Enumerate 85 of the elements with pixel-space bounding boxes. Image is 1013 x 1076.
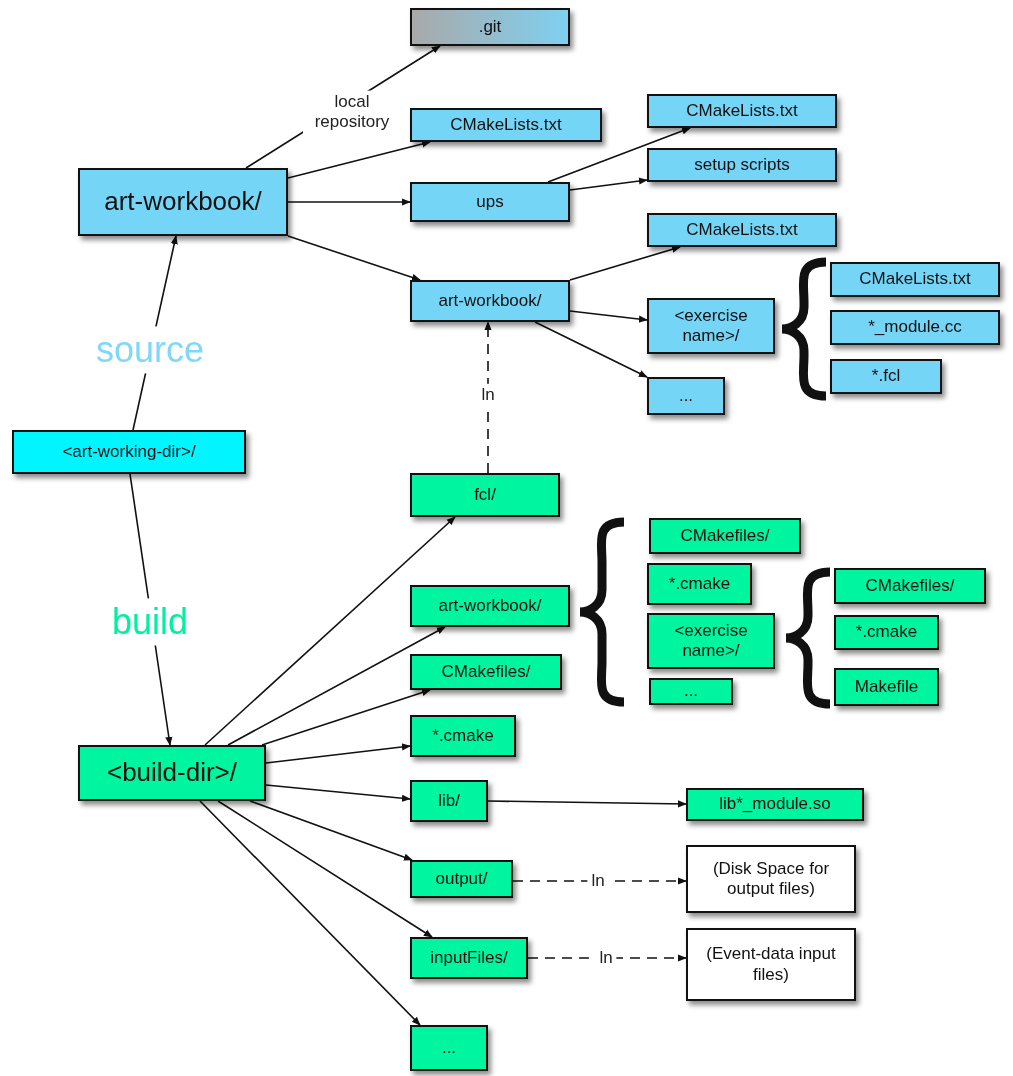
node-label: ... bbox=[441, 1037, 457, 1059]
folder-box bbox=[834, 668, 939, 706]
folder-box bbox=[410, 715, 516, 757]
arrow bbox=[265, 743, 411, 764]
node-label: CMakeLists.txt bbox=[859, 269, 971, 290]
node-label: (Event-data input files) bbox=[705, 944, 837, 985]
arrow bbox=[227, 626, 446, 746]
node-label: ... bbox=[678, 385, 694, 407]
arrow bbox=[287, 140, 431, 179]
folder-box bbox=[647, 563, 752, 605]
folder-box bbox=[686, 845, 856, 913]
node-label: setup scripts bbox=[694, 154, 790, 176]
node-label: inputFiles/ bbox=[430, 947, 508, 969]
folder-box bbox=[649, 678, 733, 705]
folder-box bbox=[410, 937, 528, 979]
node-label: <exercise name>/ bbox=[673, 305, 749, 347]
node-label: ups bbox=[476, 191, 504, 213]
folder-box bbox=[410, 1025, 488, 1071]
folder-box bbox=[410, 780, 488, 822]
folder-box bbox=[830, 262, 1000, 297]
arrow bbox=[569, 310, 648, 323]
node-label: lib/ bbox=[438, 790, 460, 812]
folder-box bbox=[647, 377, 725, 415]
dashed-arrow bbox=[527, 954, 687, 962]
arrow bbox=[487, 800, 687, 808]
folder-box bbox=[686, 928, 856, 1001]
node-label: fcl/ bbox=[474, 484, 496, 506]
node-label: CMakefiles/ bbox=[865, 575, 955, 597]
node-label: ... bbox=[683, 681, 699, 702]
folder-box bbox=[830, 359, 942, 394]
folder-box bbox=[834, 615, 939, 650]
arrow bbox=[569, 177, 648, 191]
folder-box bbox=[410, 654, 562, 690]
folder-box bbox=[830, 310, 1000, 345]
folder-box bbox=[410, 108, 602, 142]
node-label: CMakefiles/ bbox=[441, 661, 531, 683]
arrow bbox=[287, 235, 421, 281]
arrow bbox=[249, 800, 413, 861]
node-label: *_module.cc bbox=[868, 317, 962, 338]
arrow bbox=[261, 689, 431, 746]
node-label: CMakeLists.txt bbox=[686, 100, 798, 122]
arrow bbox=[287, 198, 411, 206]
node-label: *.fcl bbox=[871, 366, 901, 387]
arrow bbox=[547, 127, 691, 183]
arrow bbox=[204, 516, 456, 746]
node-label: CMakeLists.txt bbox=[686, 219, 798, 241]
node-label: lib*_module.so bbox=[719, 794, 831, 815]
node-label: output/ bbox=[435, 868, 488, 890]
folder-box bbox=[410, 280, 570, 322]
folder-box bbox=[410, 182, 570, 222]
folder-box bbox=[78, 168, 288, 236]
folder-box bbox=[649, 518, 801, 554]
folder-box bbox=[834, 568, 986, 604]
folder-box bbox=[647, 298, 775, 354]
node-label: <exercise name>/ bbox=[673, 620, 749, 662]
node-label: <build-dir>/ bbox=[106, 757, 238, 789]
folder-box bbox=[410, 860, 513, 898]
node-label: art-workbook/ bbox=[104, 186, 262, 218]
dashed-arrow bbox=[512, 877, 687, 885]
node-label: (Disk Space for output files) bbox=[711, 858, 831, 900]
arrow bbox=[199, 800, 421, 1026]
node-label: *.cmake bbox=[855, 622, 918, 643]
folder-box bbox=[647, 148, 837, 182]
node-label: CMakefiles/ bbox=[680, 525, 770, 547]
folder-box bbox=[686, 788, 864, 821]
folder-box bbox=[410, 585, 570, 627]
folder-box bbox=[410, 473, 560, 517]
node-label: Makefile bbox=[854, 676, 919, 698]
arrow bbox=[265, 784, 411, 802]
folder-box bbox=[410, 8, 570, 46]
arrow bbox=[534, 321, 648, 378]
node-label: *.cmake bbox=[432, 725, 494, 747]
node-label: <art-working-dir>/ bbox=[62, 441, 196, 463]
node-label: .git bbox=[478, 16, 502, 38]
folder-box bbox=[78, 745, 266, 801]
folder-box bbox=[647, 613, 775, 669]
folder-box bbox=[647, 213, 837, 247]
arrow bbox=[569, 245, 681, 281]
folder-box bbox=[647, 94, 837, 128]
node-label: art-workbook/ bbox=[438, 290, 542, 312]
node-label: *.cmake bbox=[668, 573, 731, 595]
node-label: art-workbook/ bbox=[438, 595, 542, 617]
node-label: CMakeLists.txt bbox=[450, 114, 562, 136]
arrow bbox=[217, 800, 433, 938]
folder-box bbox=[12, 430, 246, 474]
